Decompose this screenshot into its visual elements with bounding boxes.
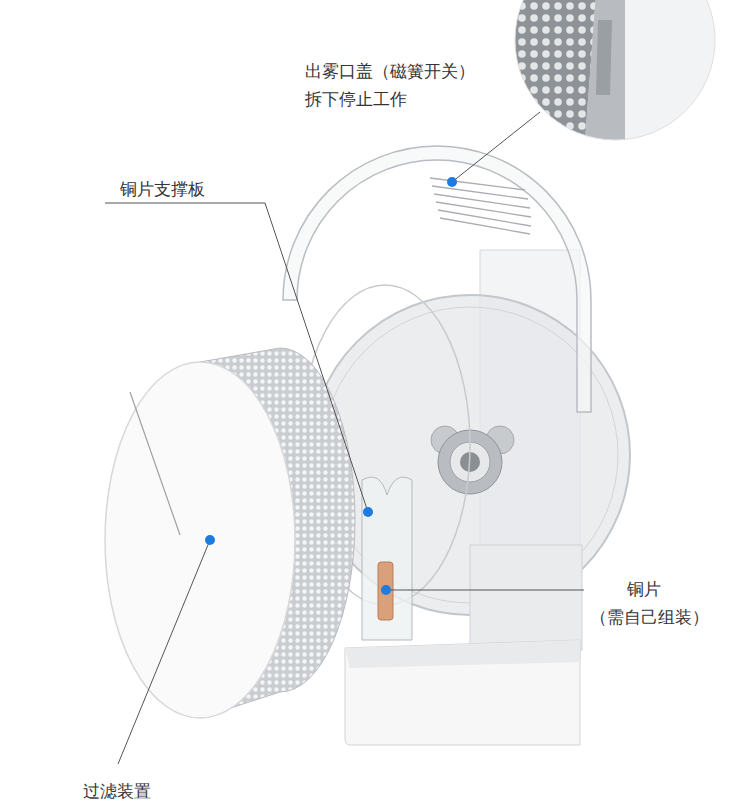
leader-lines bbox=[105, 112, 584, 764]
support-plate bbox=[362, 477, 412, 640]
filter-face bbox=[105, 362, 295, 718]
grille bbox=[430, 178, 531, 234]
part-label: 出雾口盖（磁簧开关） bbox=[305, 60, 475, 82]
base-top bbox=[345, 640, 580, 668]
part-label: 铜片 bbox=[627, 578, 661, 600]
base bbox=[345, 640, 580, 745]
part-label: 铜片支撑板 bbox=[120, 178, 205, 200]
part-label: （需自己组装） bbox=[590, 606, 709, 628]
callout-dots bbox=[205, 177, 457, 595]
part-label: 过滤装置 bbox=[83, 780, 151, 802]
inset-border bbox=[515, 0, 715, 140]
water-tank bbox=[470, 545, 582, 650]
filter-line bbox=[130, 392, 180, 535]
zoom-inset bbox=[505, 0, 725, 140]
copper-plate bbox=[378, 562, 393, 620]
mist-cover bbox=[283, 146, 591, 412]
part-label: 拆下停止工作 bbox=[305, 88, 407, 110]
